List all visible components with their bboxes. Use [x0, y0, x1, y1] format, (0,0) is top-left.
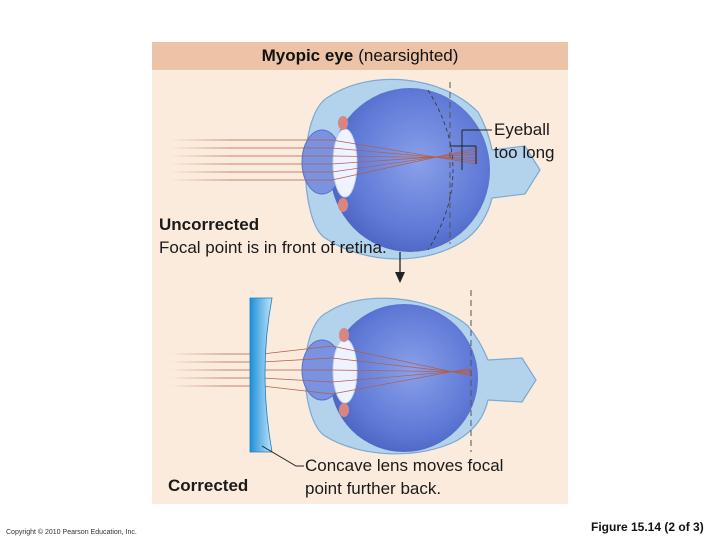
upper-iris-bottom	[338, 198, 348, 212]
uncorrected-eye-diagram	[170, 78, 541, 283]
lower-vitreous	[330, 304, 478, 452]
title-normal: (nearsighted)	[358, 46, 459, 65]
uncorrected-description: Focal point is in front of retina.	[159, 238, 387, 257]
corrected-eye-diagram	[170, 290, 537, 467]
copyright-text: Copyright © 2010 Pearson Education, Inc.	[6, 529, 137, 536]
concave-label-line1: Concave lens moves focal	[305, 456, 504, 475]
upper-vitreous	[330, 88, 490, 252]
uncorrected-heading: Uncorrected	[159, 215, 260, 234]
figure-number: Figure 15.14 (2 of 3)	[591, 520, 704, 534]
concave-label-line2: point further back.	[305, 479, 442, 498]
lower-iris-top	[339, 328, 349, 342]
upper-iris-top	[338, 116, 348, 130]
corrected-label: Corrected	[168, 476, 249, 495]
title-bold: Myopic eye	[261, 46, 354, 65]
lower-iris-bottom	[339, 403, 349, 417]
title-bar: Myopic eye (nearsighted)	[152, 42, 568, 70]
eyeball-length-bracket	[450, 129, 492, 170]
eyeball-label-line1: Eyeball	[494, 120, 550, 139]
concave-leader-line	[261, 445, 304, 467]
concave-lens-icon	[249, 297, 273, 453]
down-arrow-icon	[395, 252, 405, 283]
upper-retina-arc	[427, 89, 454, 251]
eyeball-label-line2: too long	[494, 143, 555, 162]
